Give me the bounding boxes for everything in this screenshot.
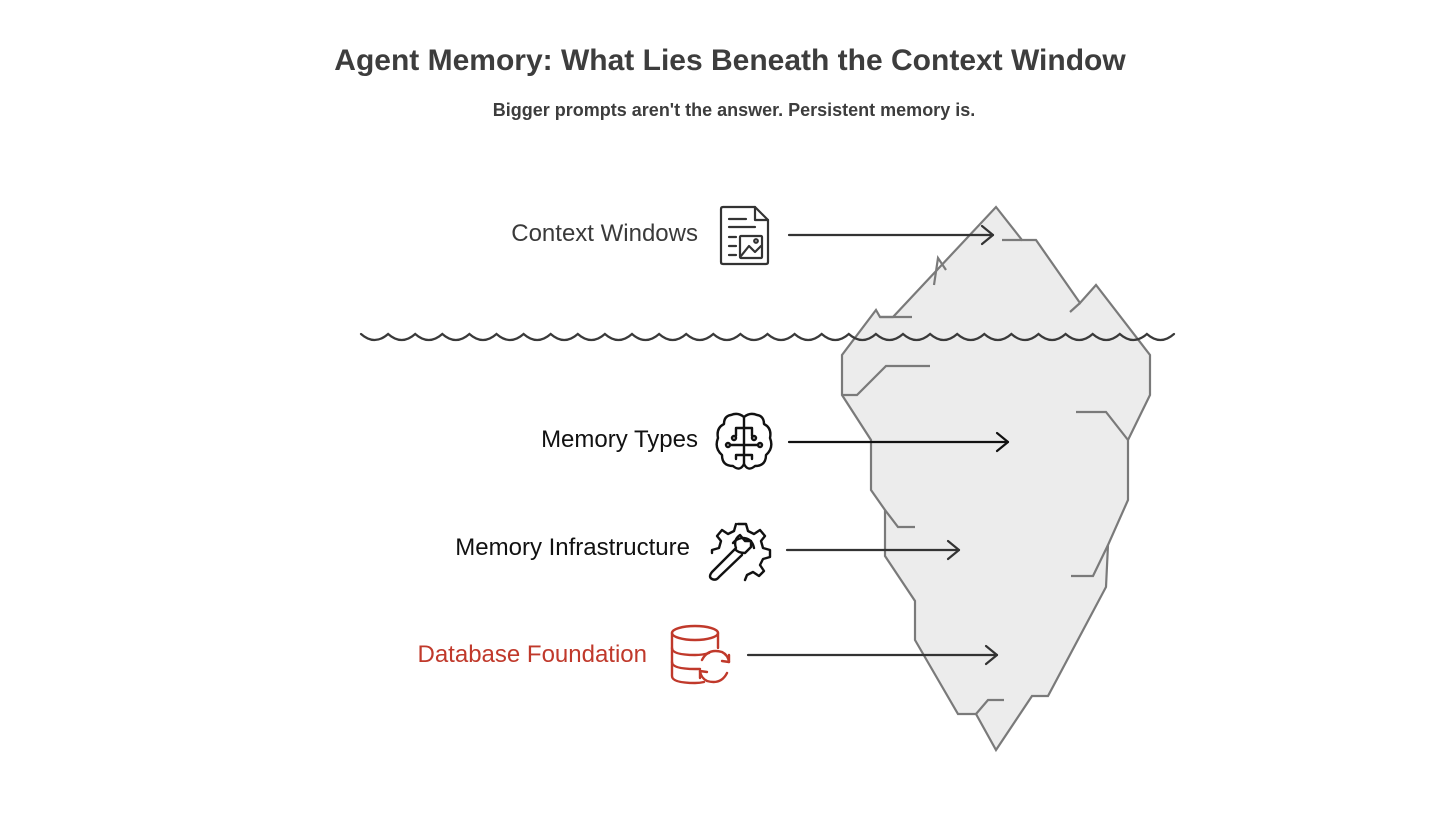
arrow-context-windows (787, 224, 995, 246)
crevice-9 (975, 698, 1004, 715)
crevice-6 (1076, 410, 1129, 441)
arrow-database-foundation (746, 644, 999, 666)
water-line (359, 332, 1176, 342)
brain-circuit-icon (715, 412, 773, 470)
layer-label-database-foundation: Database Foundation (417, 641, 648, 668)
crevice-3 (1069, 302, 1081, 313)
arrow-memory-infrastructure (785, 539, 961, 561)
gear-wrench-icon (708, 522, 772, 582)
layer-label-context-windows: Context Windows (511, 220, 698, 247)
crevice-2 (932, 255, 947, 286)
crevice-5 (842, 364, 930, 397)
crevice-7 (884, 509, 915, 529)
document-image-icon (719, 205, 770, 266)
iceberg (840, 205, 1152, 753)
layer-label-memory-types: Memory Types (541, 426, 698, 453)
diagram-title: Agent Memory: What Lies Beneath the Cont… (334, 44, 1126, 77)
layer-label-memory-infrastructure: Memory Infrastructure (455, 534, 690, 561)
arrow-memory-types (787, 431, 1010, 453)
iceberg-shape (840, 205, 1152, 753)
crevice-8 (1071, 544, 1109, 578)
database-sync-icon (670, 624, 731, 685)
diagram-subtitle: Bigger prompts aren't the answer. Persis… (492, 100, 976, 120)
